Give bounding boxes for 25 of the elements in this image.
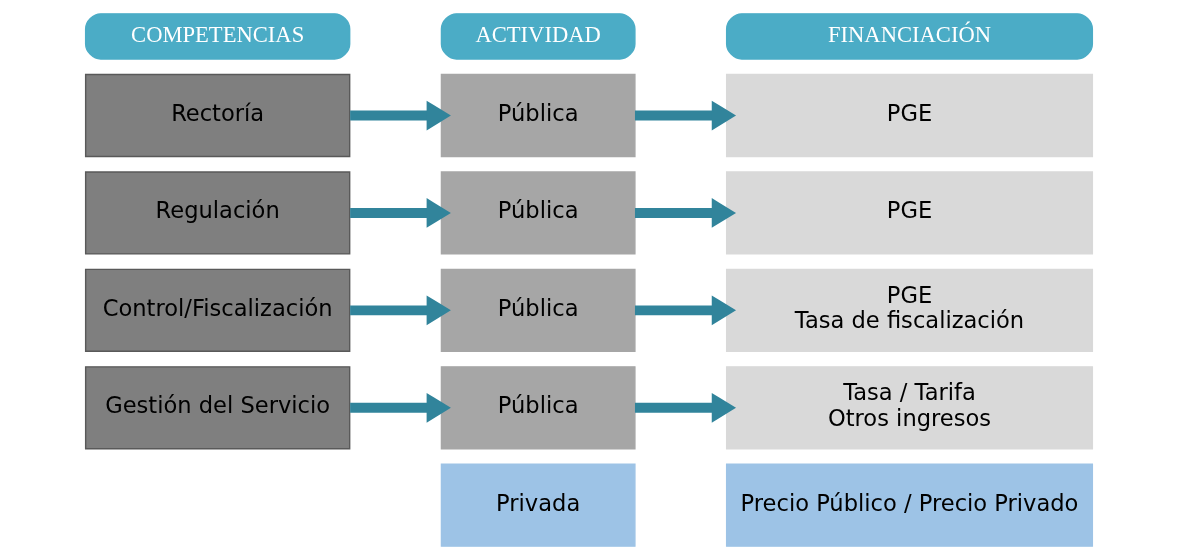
- node-box: Pública: [440, 171, 636, 255]
- arrow: [349, 392, 451, 423]
- node-box: Control/Fiscalización: [84, 268, 350, 352]
- node-box: Pública: [440, 73, 636, 158]
- node-box: Pública: [440, 366, 636, 450]
- arrow: [634, 392, 736, 423]
- arrow: [634, 198, 736, 228]
- node-box: Rectoría: [84, 73, 350, 158]
- node-box: Gestión del Servicio: [84, 366, 350, 450]
- node-box: FINANCIACIÓN: [725, 13, 1093, 60]
- node-box: PGE Tasa de fiscalización: [725, 268, 1093, 352]
- arrow: [349, 295, 451, 326]
- node-box: Precio Público / Precio Privado: [725, 463, 1093, 547]
- arrow: [349, 100, 451, 131]
- arrow: [349, 198, 451, 228]
- arrow: [634, 100, 736, 131]
- node-box: ACTIVIDAD: [440, 13, 636, 60]
- node-box: Privada: [440, 463, 636, 547]
- node-box: Regulación: [84, 171, 350, 255]
- node-box: COMPETENCIAS: [84, 13, 350, 60]
- node-box: PGE: [725, 73, 1093, 158]
- arrow: [634, 295, 736, 326]
- node-box: Pública: [440, 268, 636, 352]
- node-box: PGE: [725, 171, 1093, 255]
- node-box: Tasa / Tarifa Otros ingresos: [725, 366, 1093, 450]
